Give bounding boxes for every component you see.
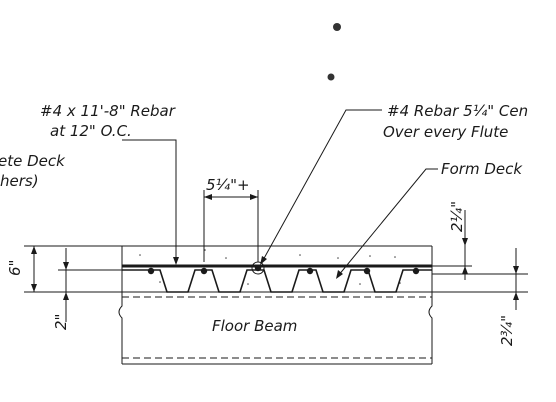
dim-deck-height [58,248,122,322]
leader-top-rebar [122,139,177,263]
dim-top-cover [432,210,472,280]
rebar-dot [306,267,314,275]
rebar-dot [147,267,155,275]
label-form-deck: Form Deck [441,160,523,178]
speck-mark [333,23,341,31]
dim-slab-depth [24,245,122,293]
floor-beam-label: Floor Beam [212,317,297,335]
label-flute-every: Over every Flute [383,123,508,141]
form-deck [122,269,432,293]
label-flute-rebar: #4 Rebar 5¼" Cen [387,102,528,120]
dim-beam [432,248,528,310]
label-deck-left-2: hers) [0,172,39,190]
leader-form-deck [337,168,438,277]
dim-rebar-spacing [203,190,259,262]
label-deck-left-1: ete Deck [0,152,66,170]
floor-beam [118,291,433,365]
dim-rebar-spacing-text: 5¼"+ [206,176,250,194]
dim-beam-text: 2¾" [498,315,516,346]
concrete-slab [121,245,433,292]
rebar-dot [412,267,420,275]
flute-rebars [147,261,420,275]
rebar-dot [254,264,262,272]
speck-mark [327,73,335,81]
dim-top-cover-text: 2¼" [448,201,466,232]
label-top-rebar: #4 x 11'-8" Rebar [40,102,176,120]
dim-deck-height-text: 2" [52,314,70,330]
leader-flute-rebar [261,109,382,263]
rebar-dot [200,267,208,275]
label-rebar-spacing: at 12" O.C. [50,122,132,140]
rebar-dot [363,267,371,275]
dim-slab-depth-text: 6" [6,260,24,276]
